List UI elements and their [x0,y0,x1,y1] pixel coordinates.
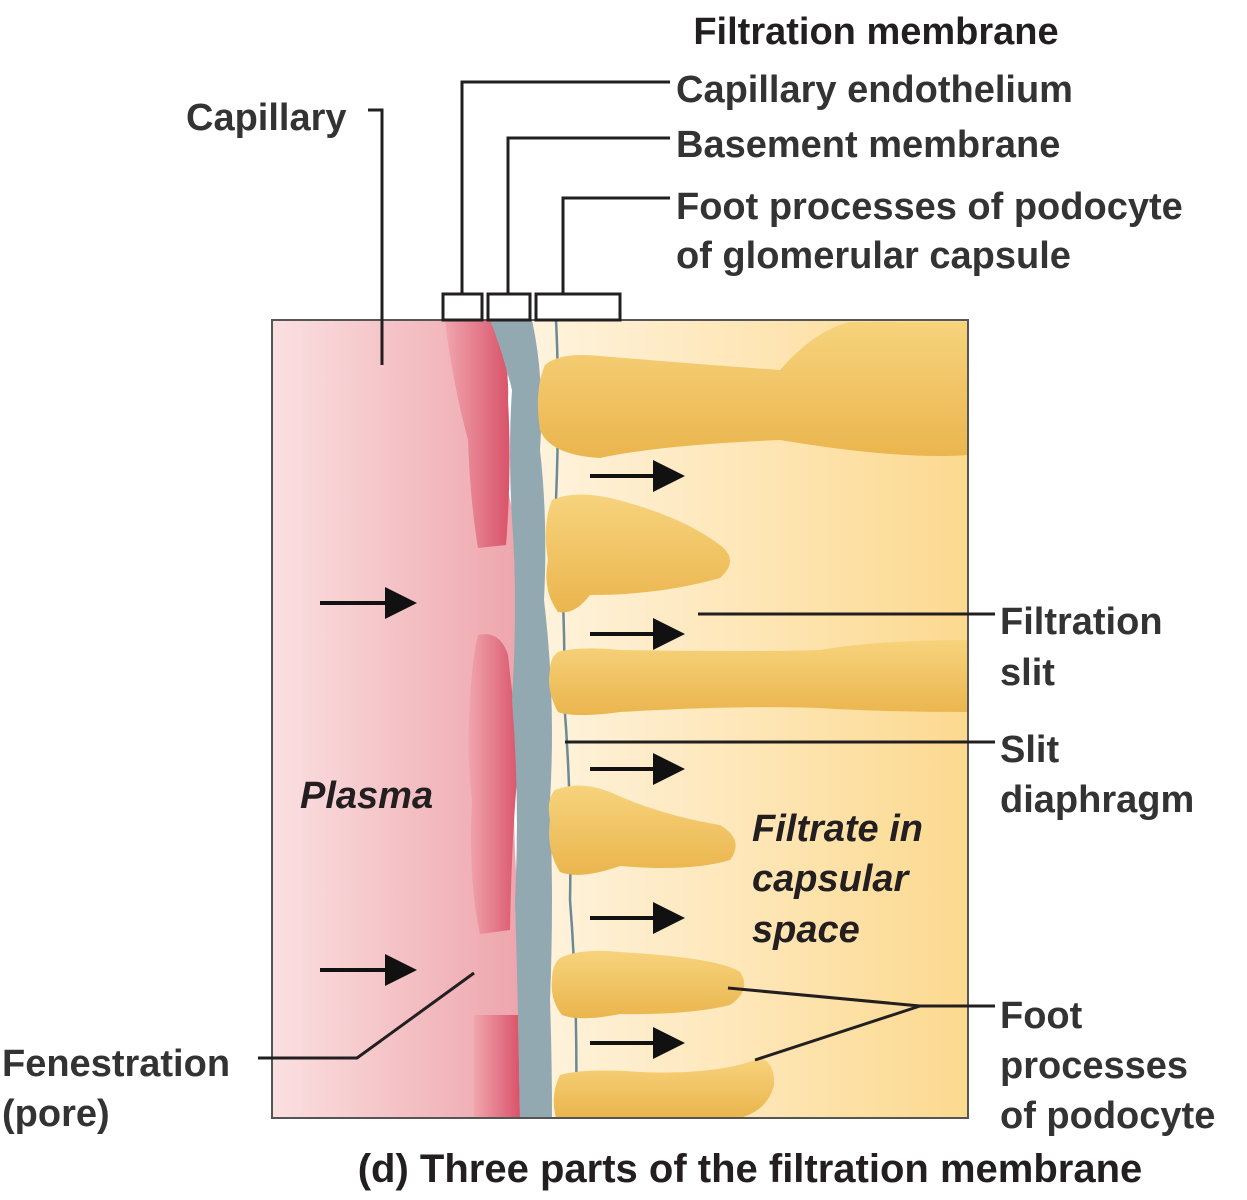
label-slit-diaphragm-line1: Slit [1000,729,1059,771]
diagram-title: Filtration membrane [693,11,1058,53]
region-filtrate-line3: space [752,909,860,951]
region-filtrate-line1: Filtrate in [752,808,923,850]
foot-process-6 [553,1058,775,1118]
foot-process-3 [549,640,968,715]
label-filtration-slit-line2: slit [1000,652,1055,694]
label-capillary-endothelium: Capillary endothelium [676,69,1073,111]
foot-processes-bracket [534,292,622,322]
label-fenestration-line1: Fenestration [2,1043,230,1085]
label-foot-processes-capsule-line1: Foot processes of podocyte [676,186,1183,228]
region-filtrate-line2: capsular [752,858,911,900]
leader-foot-processes-capsule [561,196,670,294]
basement-membrane-bracket [486,292,532,322]
endothelium-segment-3 [474,1015,520,1118]
leader-basement-membrane [506,136,670,294]
figure-caption: (d) Three parts of the filtration membra… [358,1147,1143,1191]
label-filtration-slit-line1: Filtration [1000,601,1163,643]
foot-process-5 [551,950,745,1019]
leader-capillary-endothelium [460,80,670,294]
foot-process-4 [548,785,736,875]
basement-membrane [490,320,552,1118]
plasma-region [272,320,520,1118]
leader-capillary [368,108,384,365]
label-basement-membrane: Basement membrane [676,124,1060,166]
leader-fenestration [258,971,475,1060]
label-foot-processes-line1: Foot [1000,995,1083,1037]
foot-process-1 [537,322,968,458]
label-foot-processes-line2: processes [1000,1045,1188,1087]
label-capillary: Capillary [186,97,347,139]
endothelium-segment-1 [445,320,510,548]
label-fenestration-line2: (pore) [2,1093,110,1135]
label-foot-processes-capsule-line2: of glomerular capsule [676,235,1071,277]
label-slit-diaphragm-line2: diaphragm [1000,779,1194,821]
leader-foot-processes-2 [754,1004,921,1062]
foot-process-2 [545,494,730,613]
endothelium-bracket [441,292,484,322]
endothelium-segment-2 [468,634,520,934]
label-foot-processes-line3: of podocyte [1000,1095,1215,1137]
region-plasma: Plasma [300,775,433,817]
